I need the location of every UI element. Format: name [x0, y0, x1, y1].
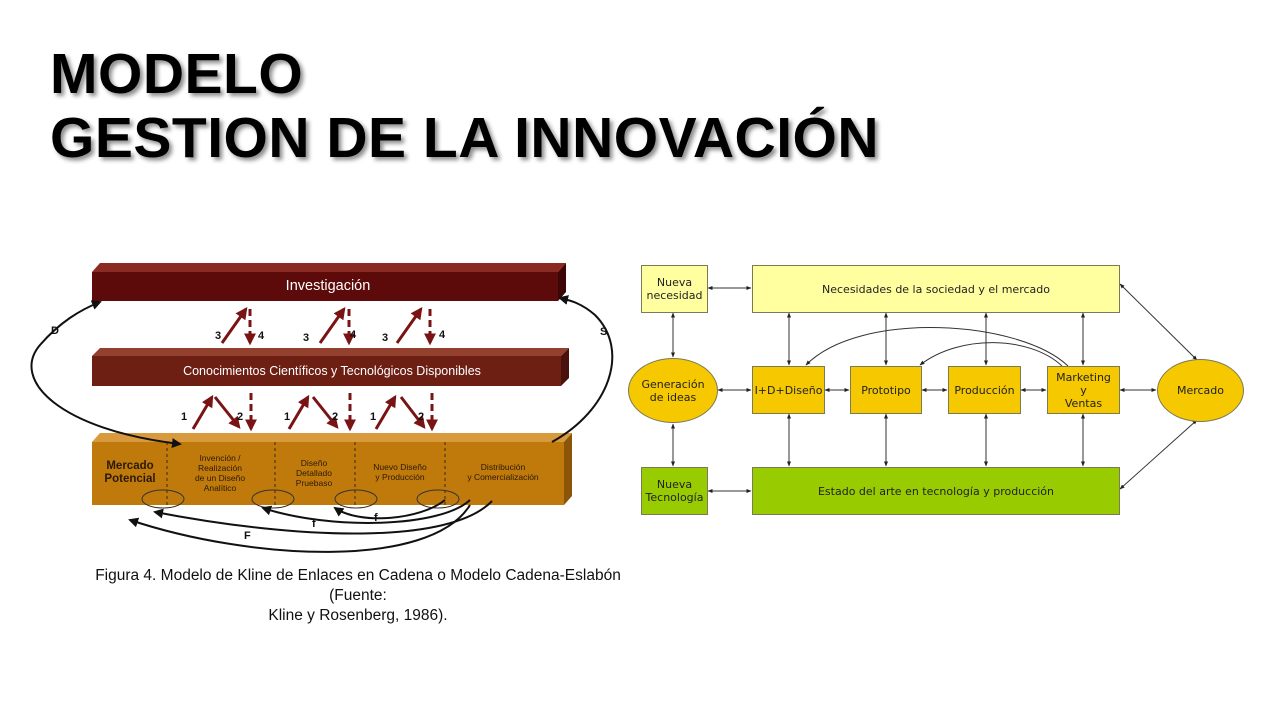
stage-distribution-line: Distribución	[481, 462, 526, 472]
research-bar: Investigación	[92, 263, 566, 301]
upper-links	[220, 307, 436, 346]
knowledge-label: Conocimientos Científicos y Tecnológicos…	[183, 364, 481, 378]
title-line-2: GESTION DE LA INNOVACIÓN	[50, 106, 880, 170]
feedback-links	[128, 499, 493, 553]
node-estado-arte: Estado del arte en tecnología y producci…	[752, 467, 1120, 515]
stage-design-line: Detallado	[296, 468, 332, 478]
link-4-label: 4	[439, 329, 446, 341]
caption-line-2: Kline y Rosenberg, 1986).	[268, 607, 448, 624]
stage-production-line: Nuevo Diseño	[373, 462, 427, 472]
node-text: Tecnología	[645, 491, 704, 504]
link-1-label: 1	[370, 411, 376, 423]
knowledge-bar: Conocimientos Científicos y Tecnológicos…	[92, 348, 569, 386]
link-f-label: f	[312, 518, 316, 530]
node-text: Mercado	[1176, 384, 1225, 397]
stage-design-line: Pruebaso	[296, 478, 333, 488]
long-links	[30, 295, 614, 449]
stage-distribution-line: y Comercialización	[467, 472, 539, 482]
link-3-label: 3	[303, 332, 309, 344]
node-text: y	[1080, 383, 1087, 397]
feedback-oval	[141, 489, 185, 509]
slide-title: MODELO GESTION DE LA INNOVACIÓN	[50, 42, 879, 170]
link-2-label: 2	[237, 411, 243, 423]
node-text: Producción	[954, 383, 1015, 397]
stage-invention-line: Realización	[198, 463, 242, 473]
node-text: necesidad	[646, 289, 703, 302]
link-1-label: 1	[284, 411, 290, 423]
link-f-label: f	[374, 512, 378, 524]
node-text: Marketing	[1056, 370, 1111, 384]
link-4-label: 4	[258, 330, 265, 342]
node-text: Nueva	[656, 276, 693, 289]
link-s-label: S	[600, 326, 607, 338]
link-4-label: 4	[350, 329, 357, 341]
caption-line-1: Figura 4. Modelo de Kline de Enlaces en …	[95, 567, 621, 604]
chain-bar: Mercado Potencial Invención / Realizació…	[92, 433, 572, 505]
stage-invention-line: de un Diseño	[195, 473, 245, 483]
feedback-oval	[416, 489, 460, 509]
node-text: Prototipo	[861, 383, 911, 397]
research-label: Investigación	[286, 278, 371, 294]
node-produccion: Producción	[948, 366, 1021, 414]
market-label-1: Mercado	[106, 460, 153, 472]
node-mercado: Mercado	[1157, 359, 1244, 422]
link-3-label: 3	[382, 332, 388, 344]
node-text: Necesidades de la sociedad y el mercado	[822, 282, 1050, 296]
stage-production-line: y Producción	[375, 472, 424, 482]
title-line-1: MODELO	[50, 42, 304, 106]
node-prototipo: Prototipo	[850, 366, 922, 414]
link-d-label: D	[51, 325, 59, 337]
node-text: Nueva	[656, 478, 693, 491]
feedback-oval	[334, 489, 378, 509]
link-1-label: 1	[181, 411, 187, 423]
link-3-label: 3	[215, 330, 221, 342]
market-label-2: Potencial	[104, 473, 155, 485]
link-F-label: F	[244, 530, 251, 542]
stage-design-line: Diseño	[301, 458, 328, 468]
node-idd: I+D+Diseño	[752, 366, 825, 414]
node-text: I+D+Diseño	[754, 383, 823, 397]
link-2-label: 2	[332, 411, 338, 423]
stage-invention-line: Invención /	[199, 453, 241, 463]
feedback-oval	[251, 489, 295, 509]
node-text: de ideas	[649, 390, 697, 404]
lower-links	[191, 393, 438, 432]
node-text: Generación	[641, 377, 705, 391]
stage-invention-line: Analítico	[204, 483, 237, 493]
link-2-label: 2	[418, 411, 424, 423]
node-text: Ventas	[1064, 396, 1103, 410]
node-necesidades: Necesidades de la sociedad y el mercado	[752, 265, 1120, 313]
figure-caption: Figura 4. Modelo de Kline de Enlaces en …	[78, 566, 638, 626]
node-text: Estado del arte en tecnología y producci…	[817, 484, 1055, 498]
